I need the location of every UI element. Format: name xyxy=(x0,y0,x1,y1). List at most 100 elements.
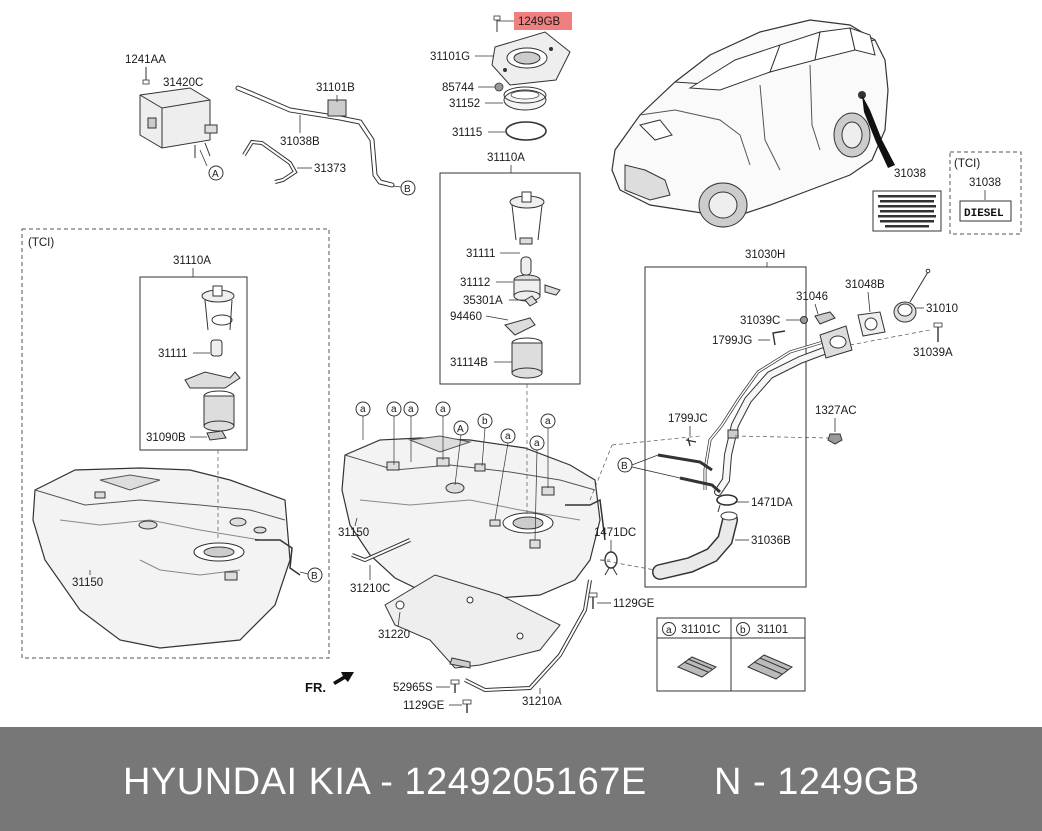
part-31210C[interactable]: 31210C xyxy=(350,583,390,595)
legend-box: a 31101C b 31101 xyxy=(656,617,806,692)
clip-31039C-icon xyxy=(800,316,808,324)
clamp-1471DA-icon xyxy=(716,494,738,513)
legend-a-part[interactable]: 31101C xyxy=(681,624,720,636)
filler-neck-box xyxy=(644,266,807,588)
cover-plate-icon xyxy=(491,31,571,86)
canister-icon xyxy=(139,87,218,158)
part-94460[interactable]: 94460 xyxy=(450,311,482,323)
part-31036B[interactable]: 31036B xyxy=(751,535,791,547)
footer-bar: HYUNDAI KIA - 1249205167E N - 1249GB xyxy=(0,727,1042,831)
part-85744[interactable]: 85744 xyxy=(442,82,475,94)
part-31114B[interactable]: 31114B xyxy=(450,357,488,369)
callout-A-canister xyxy=(208,165,224,181)
svg-text:a: a xyxy=(440,404,446,415)
part-31090B[interactable]: 31090B xyxy=(146,432,186,444)
oring-icon xyxy=(505,121,547,141)
fuel-cap-31010-icon xyxy=(893,268,931,323)
part-31220[interactable]: 31220 xyxy=(378,629,410,641)
clip-85744-icon xyxy=(494,82,504,92)
svg-text:a: a xyxy=(505,431,511,442)
footer-reference-number: N - 1249GB xyxy=(714,761,920,803)
part-31111-top[interactable]: 31111 xyxy=(466,248,495,260)
screw-1249GB-icon xyxy=(493,15,501,32)
bracket-31046-icon xyxy=(814,311,836,325)
tci-label-right: (TCI) xyxy=(954,158,980,170)
lock-ring-icon xyxy=(503,86,547,111)
tci-frame-right xyxy=(949,151,1022,235)
part-31039C[interactable]: 31039C xyxy=(740,315,780,327)
part-31420C[interactable]: 31420C xyxy=(163,77,203,89)
fuel-pump-tci-icon xyxy=(184,285,241,441)
tci-frame-left xyxy=(21,228,330,659)
hose-31036B-icon xyxy=(652,511,738,580)
front-direction-label: FR. xyxy=(305,680,326,695)
fuel-tank-main-icon xyxy=(341,435,606,601)
part-31110A-left[interactable]: 31110A xyxy=(173,255,211,267)
parts-diagram: (TCI) (TCI) 31038 DIESEL 1249GB 31101G 8… xyxy=(21,12,1022,713)
callout-B-text-3: B xyxy=(621,461,628,472)
part-31112[interactable]: 31112 xyxy=(460,277,490,289)
part-31152[interactable]: 31152 xyxy=(449,98,480,110)
svg-text:a: a xyxy=(360,404,366,415)
fuel-tank-tci-icon xyxy=(32,467,301,649)
clip-1799JC-icon xyxy=(685,437,697,447)
car-illustration-icon xyxy=(611,19,889,228)
fuel-pump-box-top xyxy=(439,172,581,385)
part-31101G[interactable]: 31101G xyxy=(430,51,470,63)
part-1471DC[interactable]: 1471DC xyxy=(594,527,636,539)
svg-text:a: a xyxy=(391,404,397,415)
clamp-1471DC-icon xyxy=(604,551,618,576)
callout-B-left xyxy=(307,567,323,583)
tci-label-left: (TCI) xyxy=(28,237,54,249)
part-31046[interactable]: 31046 xyxy=(796,291,828,303)
part-1799JG[interactable]: 1799JG xyxy=(712,335,752,347)
part-31150-mid[interactable]: 31150 xyxy=(338,527,369,539)
highlight-1249GB xyxy=(514,12,572,30)
clip-1799JG-icon xyxy=(772,330,786,346)
part-1471DA[interactable]: 1471DA xyxy=(751,497,793,509)
filler-neck-pipe-icon xyxy=(657,325,853,496)
part-31210A[interactable]: 31210A xyxy=(522,696,562,708)
part-1241AA[interactable]: 1241AA xyxy=(125,54,166,66)
part-31101B[interactable]: 31101B xyxy=(316,82,355,94)
svg-text:a: a xyxy=(408,404,414,415)
svg-text:b: b xyxy=(482,416,488,427)
part-31038-tci[interactable]: 31038 xyxy=(969,177,1001,189)
part-31030H[interactable]: 31030H xyxy=(745,249,785,261)
bolt-52965S-icon xyxy=(450,679,460,693)
part-1249GB[interactable]: 1249GB xyxy=(518,16,561,28)
part-35301A[interactable]: 35301A xyxy=(463,295,503,307)
callout-B-text-2: B xyxy=(311,571,318,582)
diesel-sticker xyxy=(959,200,1012,222)
callout-B-text-1: B xyxy=(404,184,411,195)
part-52965S[interactable]: 52965S xyxy=(393,682,433,694)
part-31039A[interactable]: 31039A xyxy=(913,347,953,359)
footer-part-number: HYUNDAI KIA - 1249205167E xyxy=(123,761,647,803)
callouts-main-tank: a a a a b a a a A xyxy=(355,401,556,541)
part-31115[interactable]: 31115 xyxy=(452,127,482,139)
nut-1327AC-icon xyxy=(827,433,843,445)
strap-31210C-icon xyxy=(351,538,411,563)
legend-b-part[interactable]: 31101 xyxy=(757,624,788,636)
vapor-hose-icon xyxy=(235,85,395,188)
hose-31373-icon xyxy=(242,139,298,184)
diesel-sticker-text: DIESEL xyxy=(964,208,1004,220)
front-arrow-icon xyxy=(333,672,354,685)
part-31038[interactable]: 31038 xyxy=(894,168,926,180)
bolt-1129GE-mid-icon xyxy=(588,592,598,609)
part-31038B[interactable]: 31038B xyxy=(280,136,320,148)
part-31373[interactable]: 31373 xyxy=(314,163,346,175)
part-31111-left[interactable]: 31111 xyxy=(158,348,187,360)
part-1799JC[interactable]: 1799JC xyxy=(668,413,708,425)
part-1327AC[interactable]: 1327AC xyxy=(815,405,857,417)
svg-text:a: a xyxy=(545,416,551,427)
part-1129GE-bottom[interactable]: 1129GE xyxy=(403,700,445,712)
legend-a-marker: a xyxy=(666,625,672,636)
part-31048B[interactable]: 31048B xyxy=(845,279,885,291)
part-31010[interactable]: 31010 xyxy=(926,303,958,315)
part-31110A-top[interactable]: 31110A xyxy=(487,152,525,164)
label-pointer-icon xyxy=(862,95,895,168)
fuel-pump-module-icon xyxy=(504,191,561,379)
part-1129GE-mid[interactable]: 1129GE xyxy=(613,598,655,610)
part-31150-left[interactable]: 31150 xyxy=(72,577,103,589)
